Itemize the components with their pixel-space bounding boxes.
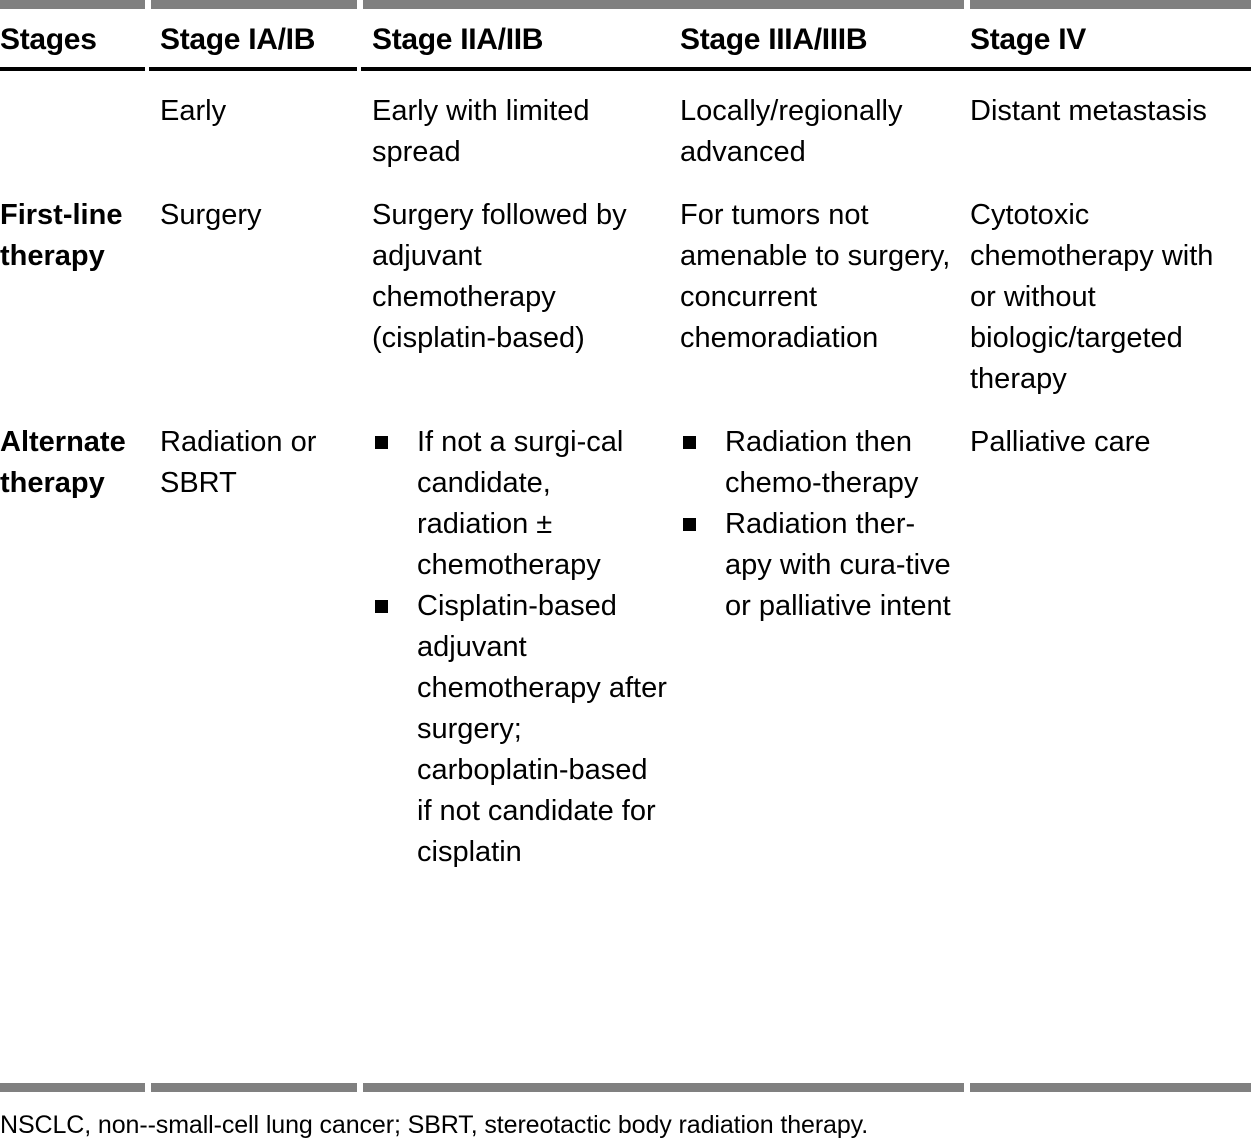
table-row: Early Early with limited spread Locally/…: [0, 71, 1251, 179]
table-row: Alternate therapy Radiation or SBRT If n…: [0, 406, 1251, 883]
rule-segment: [0, 1083, 145, 1092]
list-item-text: Radiation ther-apy with cura-tive or pal…: [725, 508, 951, 622]
rule-segment: [0, 67, 145, 71]
rule-segment: [363, 0, 964, 9]
list-item: Cisplatin-based adjuvant chemotherapy af…: [372, 586, 670, 873]
rule-gap: [145, 67, 149, 71]
table-bottom-spacer: [0, 883, 1251, 1083]
rule-segment: [151, 0, 357, 9]
rule-segment: [151, 1083, 357, 1092]
bullet-list-stage-iia-iib: If not a surgi-cal candidate, radiation …: [372, 422, 670, 873]
column-header-stages: Stages: [0, 23, 97, 56]
list-item-text: Cisplatin-based adjuvant chemotherapy af…: [417, 590, 667, 868]
cell-alternate-stage-iiia-iiib: Radiation then chemo-therapy Radiation t…: [680, 422, 970, 627]
rule-gap: [964, 0, 970, 9]
rule-segment: [361, 67, 1251, 71]
rule-gap: [357, 67, 361, 71]
square-bullet-icon: [375, 600, 388, 613]
cell-description-stage-ia-ib: Early: [160, 95, 227, 127]
table-header-rule: [0, 67, 1251, 71]
list-item-text: Radiation then chemo-therapy: [725, 426, 919, 499]
list-item-text: If not a surgi-cal candidate, radiation …: [417, 426, 624, 581]
list-item: If not a surgi-cal candidate, radiation …: [372, 422, 670, 586]
table-header-row: Stages Stage IA/IB Stage IIA/IIB Stage I…: [0, 9, 1251, 67]
list-item: Radiation ther-apy with cura-tive or pal…: [680, 504, 960, 627]
table-top-rule: [0, 0, 1251, 9]
cell-first-line-stage-ia-ib: Surgery: [160, 199, 262, 231]
square-bullet-icon: [683, 518, 696, 531]
rule-segment: [970, 0, 1251, 9]
cell-description-stage-iiia-iiib: Locally/regionally advanced: [680, 95, 903, 168]
column-header-stage-ia-ib: Stage IA/IB: [160, 23, 316, 56]
rule-segment: [363, 1083, 964, 1092]
rule-gap: [357, 0, 363, 9]
column-header-stage-iiia-iiib: Stage IIIA/IIIB: [680, 23, 868, 56]
bullet-list-stage-iiia-iiib: Radiation then chemo-therapy Radiation t…: [680, 422, 960, 627]
column-header-stage-iia-iib: Stage IIA/IIB: [372, 23, 544, 56]
cell-first-line-stage-iv: Cytotoxic chemotherapy with or without b…: [970, 199, 1214, 395]
cell-description-stage-iia-iib: Early with limited spread: [372, 95, 590, 168]
rule-segment: [970, 1083, 1251, 1092]
square-bullet-icon: [683, 436, 696, 449]
cell-first-line-stage-iia-iib: Surgery followed by adjuvant chemotherap…: [372, 199, 627, 354]
table-footnote: NSCLC, non--small-cell lung cancer; SBRT…: [0, 1111, 869, 1139]
cell-alternate-stage-ia-ib: Radiation or SBRT: [160, 426, 317, 499]
cell-alternate-stage-iv: Palliative care: [970, 426, 1151, 458]
cell-first-line-stage-iiia-iiib: For tumors not amenable to surgery, conc…: [680, 199, 951, 354]
table-bottom-rule: [0, 1083, 1251, 1092]
rule-segment: [149, 67, 357, 71]
list-item: Radiation then chemo-therapy: [680, 422, 960, 504]
cell-alternate-stage-iia-iib: If not a surgi-cal candidate, radiation …: [372, 422, 680, 873]
rule-gap: [145, 0, 151, 9]
table-row: First-line therapy Surgery Surgery follo…: [0, 179, 1251, 406]
cell-description-stage-iv: Distant metastasis: [970, 95, 1207, 127]
square-bullet-icon: [375, 436, 388, 449]
row-header-alternate-therapy: Alternate therapy: [0, 426, 126, 499]
rule-segment: [0, 0, 145, 9]
row-header-first-line-therapy: First-line therapy: [0, 199, 123, 272]
column-header-stage-iv: Stage IV: [970, 23, 1086, 56]
